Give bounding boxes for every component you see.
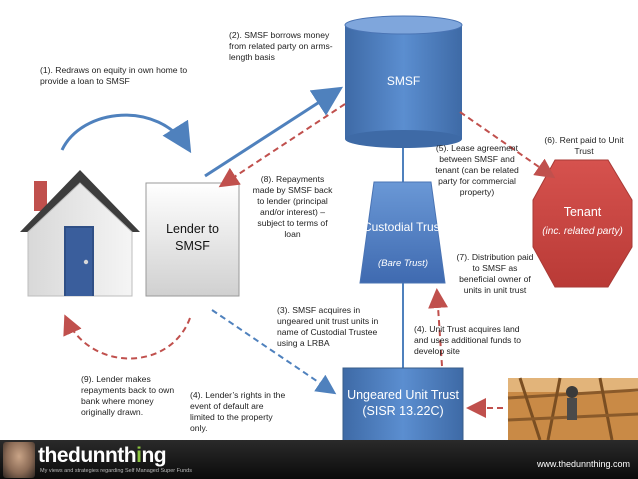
step4a-note: (4). Lender’s rights in the event of def… (190, 390, 286, 433)
step8-note: (8). Repayments made by SMSF back to len… (252, 174, 333, 239)
unit-trust-label: Ungeared Unit Trust (SISR 13.22C) (347, 388, 459, 418)
redraw-arrow (60, 113, 192, 154)
custodial-label: Custodial Trust (362, 220, 444, 234)
step2-note: (2). SMSF borrows money from related par… (229, 30, 333, 62)
footer-bar: thedunnthing My views and strategies reg… (0, 440, 638, 479)
tenant-shape (532, 159, 633, 288)
step6-note: (6). Rent paid to Unit Trust (544, 135, 624, 156)
repayment-arrow (218, 103, 346, 188)
step9-note: (9). Lender makes repayments back to own… (81, 374, 175, 417)
smsf-cylinder (344, 15, 463, 148)
step4b-note: (4). Unit Trust acquires land and uses a… (414, 324, 522, 356)
structure-diagram (20, 15, 638, 440)
loan-arrow (204, 86, 344, 178)
website-link[interactable]: www.thedunnthing.com (536, 459, 630, 469)
unit-trust-box (342, 367, 464, 440)
custodial-trust-shape (359, 181, 446, 284)
lender-rights-arrow (211, 309, 337, 395)
custodial-sublabel: (Bare Trust) (378, 258, 428, 269)
brand-logo[interactable]: thedunnthing (38, 444, 167, 467)
smsf-label: SMSF (386, 74, 421, 88)
lease-arrow (459, 111, 556, 179)
bank-repayment-arrow (63, 314, 191, 360)
step7-note: (7). Distribution paid to SMSF as benefi… (456, 252, 534, 295)
tenant-label: Tenant (563, 205, 602, 219)
lender-box (145, 182, 240, 297)
house-icon (20, 170, 140, 297)
step5-note: (5). Lease agreement between SMSF and te… (435, 143, 519, 197)
step1-note: (1). Redraws on equity in own home to pr… (40, 65, 188, 86)
distribution-arrow (428, 288, 449, 367)
construction-photo (507, 377, 638, 440)
author-photo (3, 442, 35, 478)
tenant-sublabel: (inc. related party) (542, 226, 623, 237)
step3-note: (3). SMSF acquires in ungeared unit trus… (277, 305, 379, 348)
brand-tagline: My views and strategies regarding Self M… (40, 468, 192, 474)
lender-label: Lender to SMSF (166, 222, 219, 253)
